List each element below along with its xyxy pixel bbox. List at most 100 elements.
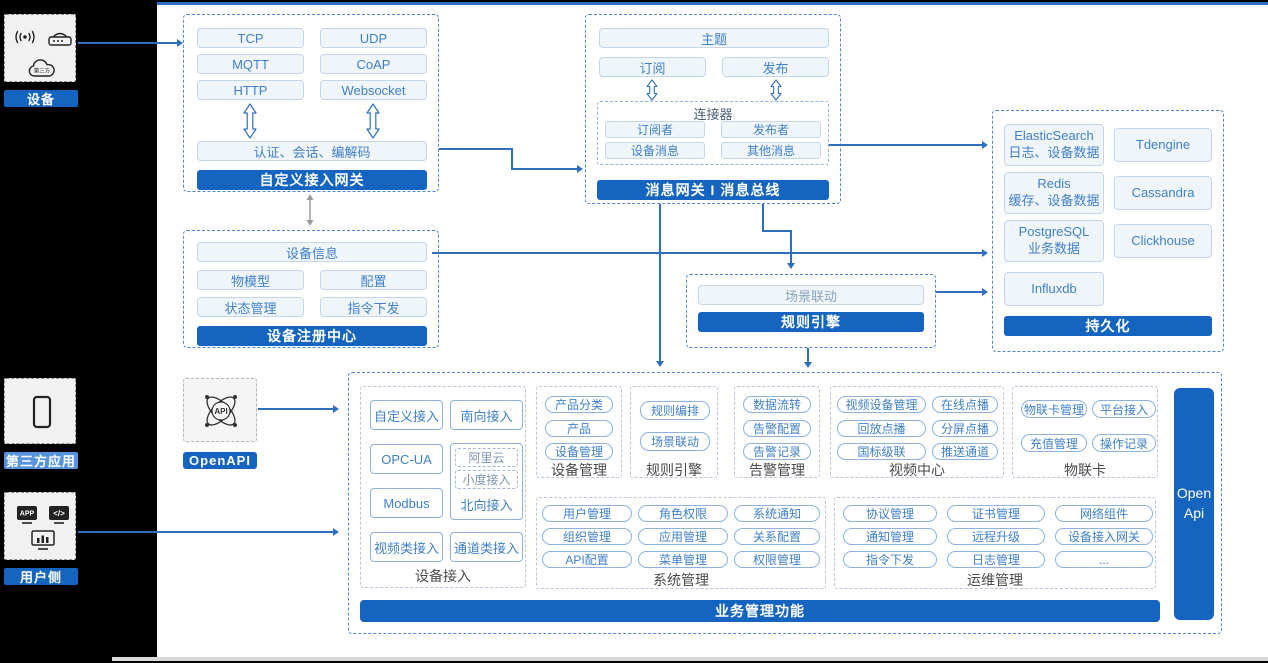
node-org-mgmt: 组织管理 — [542, 528, 632, 545]
app-icon-text: APP — [20, 511, 35, 518]
node-app-mgmt: 应用管理 — [638, 528, 728, 545]
node-custom-access: 自定义接入 — [370, 400, 443, 430]
connector-line — [511, 148, 513, 170]
open-api-bar: Open Api — [1174, 388, 1214, 620]
system-mgmt-label: 系统管理 — [653, 572, 709, 588]
user-side-label: 用户侧 — [4, 568, 78, 585]
connector-line — [762, 230, 792, 232]
node-channel-access: 通道类接入 — [450, 532, 523, 562]
node-network-component: 网络组件 — [1055, 505, 1153, 522]
node-online-vod: 在线点播 — [932, 396, 998, 413]
device-label: 设备 — [4, 90, 78, 107]
node-topic: 主题 — [599, 28, 829, 48]
arrowhead — [982, 288, 988, 296]
node-role-permission: 角色权限 — [638, 505, 728, 522]
db-name: Influxdb — [1031, 280, 1077, 296]
rule-engine-title-bar: 规则引擎 — [698, 312, 924, 332]
api-atom-icon: API — [205, 395, 237, 427]
node-alarm-record: 告警记录 — [743, 443, 811, 460]
updown-arrow-icon — [646, 79, 658, 101]
db-name: ElasticSearch — [1014, 128, 1094, 144]
updown-gray-arrow-icon — [306, 194, 314, 226]
db-name: Cassandra — [1131, 184, 1195, 200]
node-state-mgmt: 状态管理 — [197, 297, 304, 317]
db-name: Clickhouse — [1131, 232, 1195, 248]
arrowhead — [982, 141, 988, 149]
third-party-label: 第三方应用 — [4, 452, 78, 469]
device-source-box: 第三方 — [4, 14, 76, 82]
node-menu-mgmt: 菜单管理 — [638, 551, 728, 568]
node-clickhouse: Clickhouse — [1114, 224, 1212, 258]
iot-card-label: 物联卡 — [1064, 462, 1106, 478]
node-push-channel: 推送通道 — [932, 443, 998, 460]
registry-title-bar: 设备注册中心 — [197, 326, 427, 346]
node-opc-ua: OPC-UA — [370, 444, 443, 474]
connector-line — [78, 42, 178, 44]
wifi-signal-icon — [15, 30, 35, 44]
persistence-title-bar: 持久化 — [1004, 316, 1212, 336]
openapi-box: API — [183, 378, 257, 442]
connector-line — [432, 252, 983, 254]
node-publisher: 发布者 — [721, 121, 821, 138]
api-icon-text: API — [214, 407, 227, 416]
node-influxdb: Influxdb — [1004, 272, 1104, 306]
node-tdengine: Tdengine — [1114, 128, 1212, 162]
node-log-mgmt: 日志管理 — [947, 551, 1045, 568]
bottom-strip — [112, 657, 1268, 661]
db-name: PostgreSQL — [1018, 224, 1090, 240]
platform-footer-bar: 业务管理功能 — [360, 600, 1160, 622]
cloud-label: 第三方 — [34, 67, 51, 75]
section-alarm-mgmt — [734, 386, 820, 478]
db-desc: 缓存、设备数据 — [1008, 193, 1100, 208]
device-access-label: 设备接入 — [415, 568, 471, 584]
video-center-label: 视频中心 — [889, 462, 945, 478]
node-command-dispatch-2: 指令下发 — [843, 551, 937, 568]
arrowhead — [787, 263, 795, 269]
arrowhead — [333, 405, 339, 413]
node-mqtt: MQTT — [197, 54, 304, 74]
node-modbus: Modbus — [370, 488, 443, 518]
node-udp: UDP — [320, 28, 427, 48]
northbound-access-label: 北向接入 — [460, 498, 513, 513]
connector-line — [762, 204, 764, 232]
third-party-cloud-icon: 第三方 — [28, 59, 55, 77]
ops-mgmt-label: 运维管理 — [967, 572, 1023, 588]
router-icon — [48, 32, 72, 46]
node-product: 产品 — [545, 420, 613, 437]
node-cassandra: Cassandra — [1114, 176, 1212, 210]
connector-box — [597, 101, 829, 165]
node-system-notice: 系统通知 — [734, 505, 820, 522]
connector-line — [511, 168, 577, 170]
node-cert-mgmt: 证书管理 — [947, 505, 1045, 522]
updown-arrow-icon — [243, 103, 257, 139]
updown-arrow-icon — [366, 103, 380, 139]
node-operation-record: 操作记录 — [1092, 434, 1156, 452]
section-video-center — [830, 386, 1004, 478]
node-southbound-access: 南向接入 — [450, 400, 523, 430]
connector-line — [790, 230, 792, 264]
phone-icon — [32, 395, 52, 429]
connector-line — [659, 204, 661, 362]
node-notice-mgmt: 通知管理 — [843, 528, 937, 545]
arrowhead — [804, 362, 812, 368]
node-redis: Redis 缓存、设备数据 — [1004, 172, 1104, 214]
open-api-line1: Open — [1176, 485, 1212, 502]
node-relation-config: 关系配置 — [734, 528, 820, 545]
device-access-box — [360, 386, 526, 588]
node-xiaodu-access: 小度接入 — [455, 470, 518, 489]
db-desc: 日志、设备数据 — [1008, 145, 1100, 160]
connector-line — [829, 144, 983, 146]
node-video-access: 视频类接入 — [370, 532, 443, 562]
node-scene-linkage-2: 场景联动 — [640, 432, 710, 451]
node-remote-upgrade: 远程升级 — [947, 528, 1045, 545]
node-gb-cascade: 国标级联 — [837, 443, 926, 460]
node-playback-vod: 回放点播 — [837, 420, 926, 437]
section-system-mgmt — [536, 497, 826, 589]
connector-line — [936, 291, 983, 293]
alarm-mgmt-label: 告警管理 — [749, 462, 805, 478]
arrowhead — [333, 528, 339, 536]
node-recharge-mgmt: 充值管理 — [1021, 434, 1087, 452]
gateway-title-bar: 自定义接入网关 — [197, 170, 427, 190]
db-desc: 业务数据 — [1027, 241, 1080, 256]
